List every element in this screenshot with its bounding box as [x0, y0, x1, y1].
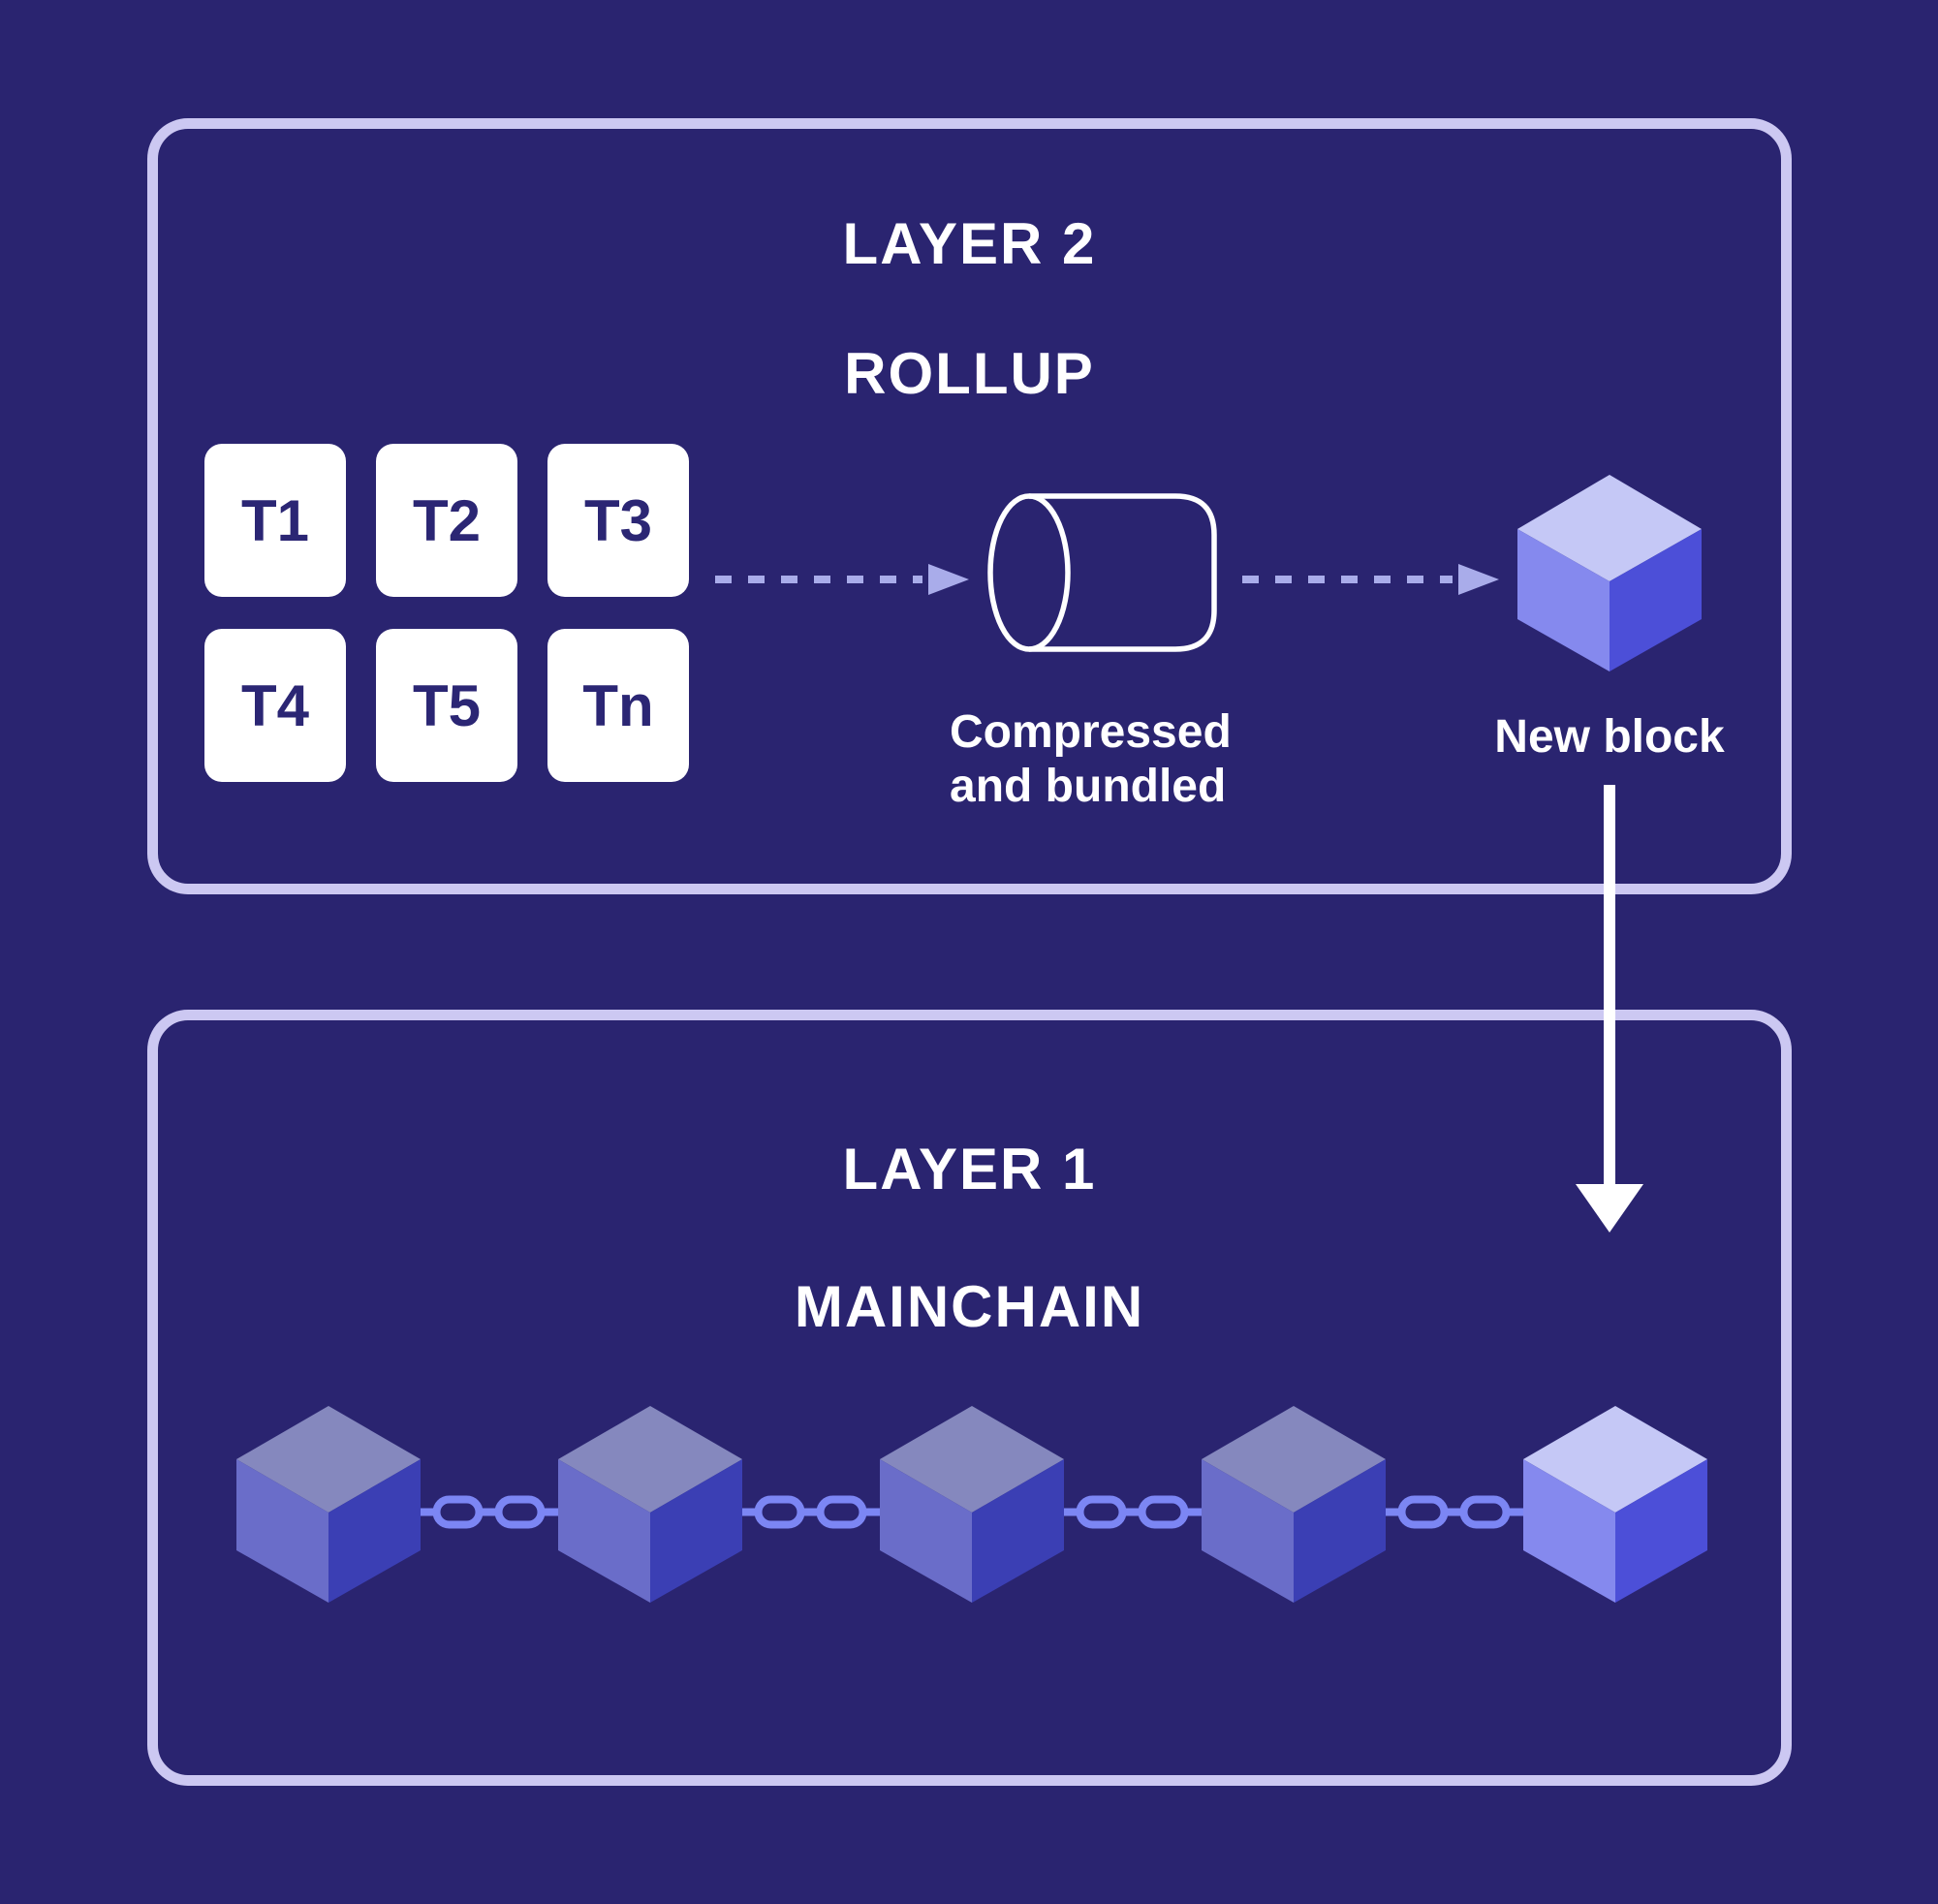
transaction-box-tn: Tn: [547, 629, 689, 782]
layer2-subtitle: ROLLUP: [844, 341, 1095, 406]
transaction-box-t1: T1: [204, 444, 346, 597]
bundle-caption: Compressed and bundled: [950, 705, 1232, 814]
layer2-title: LAYER 2: [842, 211, 1097, 276]
transaction-box-t3: T3: [547, 444, 689, 597]
transaction-box-t2: T2: [376, 444, 517, 597]
layer1-title: LAYER 1: [842, 1137, 1097, 1202]
bundle-caption-line1: Compressed: [950, 706, 1232, 758]
layer1-subtitle: MAINCHAIN: [794, 1274, 1145, 1339]
transaction-box-t5: T5: [376, 629, 517, 782]
layer2-panel: [147, 118, 1792, 894]
bundle-caption-line2: and bundled: [950, 761, 1227, 812]
layer1-panel: [147, 1010, 1792, 1786]
transaction-box-t4: T4: [204, 629, 346, 782]
new-block-caption: New block: [1494, 711, 1725, 763]
